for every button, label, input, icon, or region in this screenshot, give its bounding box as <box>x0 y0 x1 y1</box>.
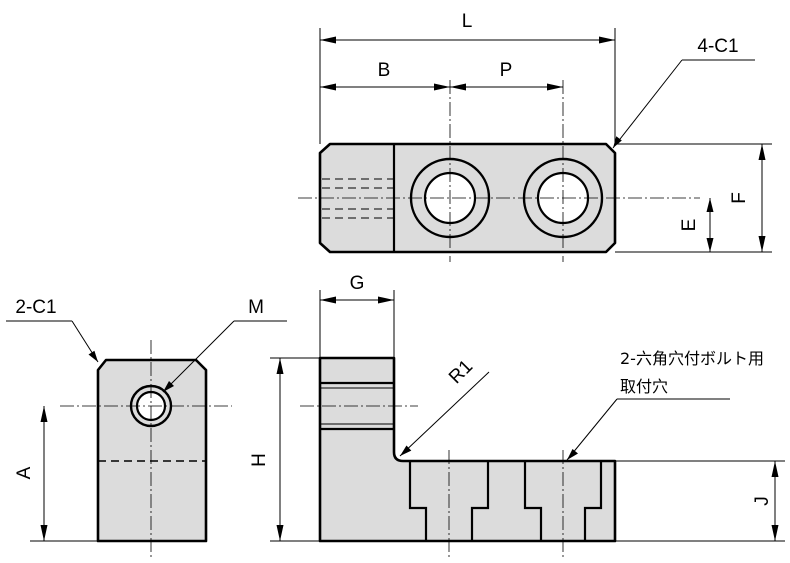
counterbore-section-2 <box>583 461 603 541</box>
dimension-G: G <box>319 273 395 358</box>
label-L: L <box>462 11 473 32</box>
side-view <box>60 340 232 560</box>
dimension-F: F <box>615 143 772 253</box>
mounting-hole-note-line1: 2-六角穴付ボルト用 <box>620 349 764 368</box>
counterbore-section-1 <box>470 461 490 541</box>
label-2-C1: 2-C1 <box>15 297 56 318</box>
dimension-A: A <box>14 406 98 542</box>
label-A: A <box>14 466 35 479</box>
label-R1: R1 <box>445 356 477 388</box>
label-F: F <box>729 192 750 204</box>
mounting-hole-note-line2: 取付穴 <box>620 377 668 396</box>
label-M: M <box>248 297 264 318</box>
side-view-body <box>96 358 208 543</box>
front-view-body <box>318 356 617 543</box>
dimension-J: J <box>615 460 785 542</box>
label-G: G <box>350 273 365 294</box>
label-E: E <box>679 219 700 232</box>
chamfer-note-top-view: 4-C1 <box>612 36 755 149</box>
dimension-E: E <box>679 198 714 252</box>
dimension-L: L <box>319 11 616 144</box>
label-P: P <box>500 60 513 81</box>
counterbore-section-1 <box>408 461 428 541</box>
thread-note-M: M <box>162 297 287 393</box>
mounting-hole-note: 2-六角穴付ボルト用 取付穴 <box>566 349 764 461</box>
label-4-C1: 4-C1 <box>697 36 738 57</box>
counterbore-section-2 <box>523 461 543 541</box>
front-view <box>300 356 617 560</box>
label-B: B <box>378 60 391 81</box>
label-J: J <box>752 496 773 506</box>
dimension-B-P: B P <box>320 60 563 91</box>
chamfer-note-side-view: 2-C1 <box>6 297 99 363</box>
top-view <box>298 80 700 262</box>
dimension-H: H <box>249 357 320 542</box>
label-H: H <box>249 453 270 467</box>
